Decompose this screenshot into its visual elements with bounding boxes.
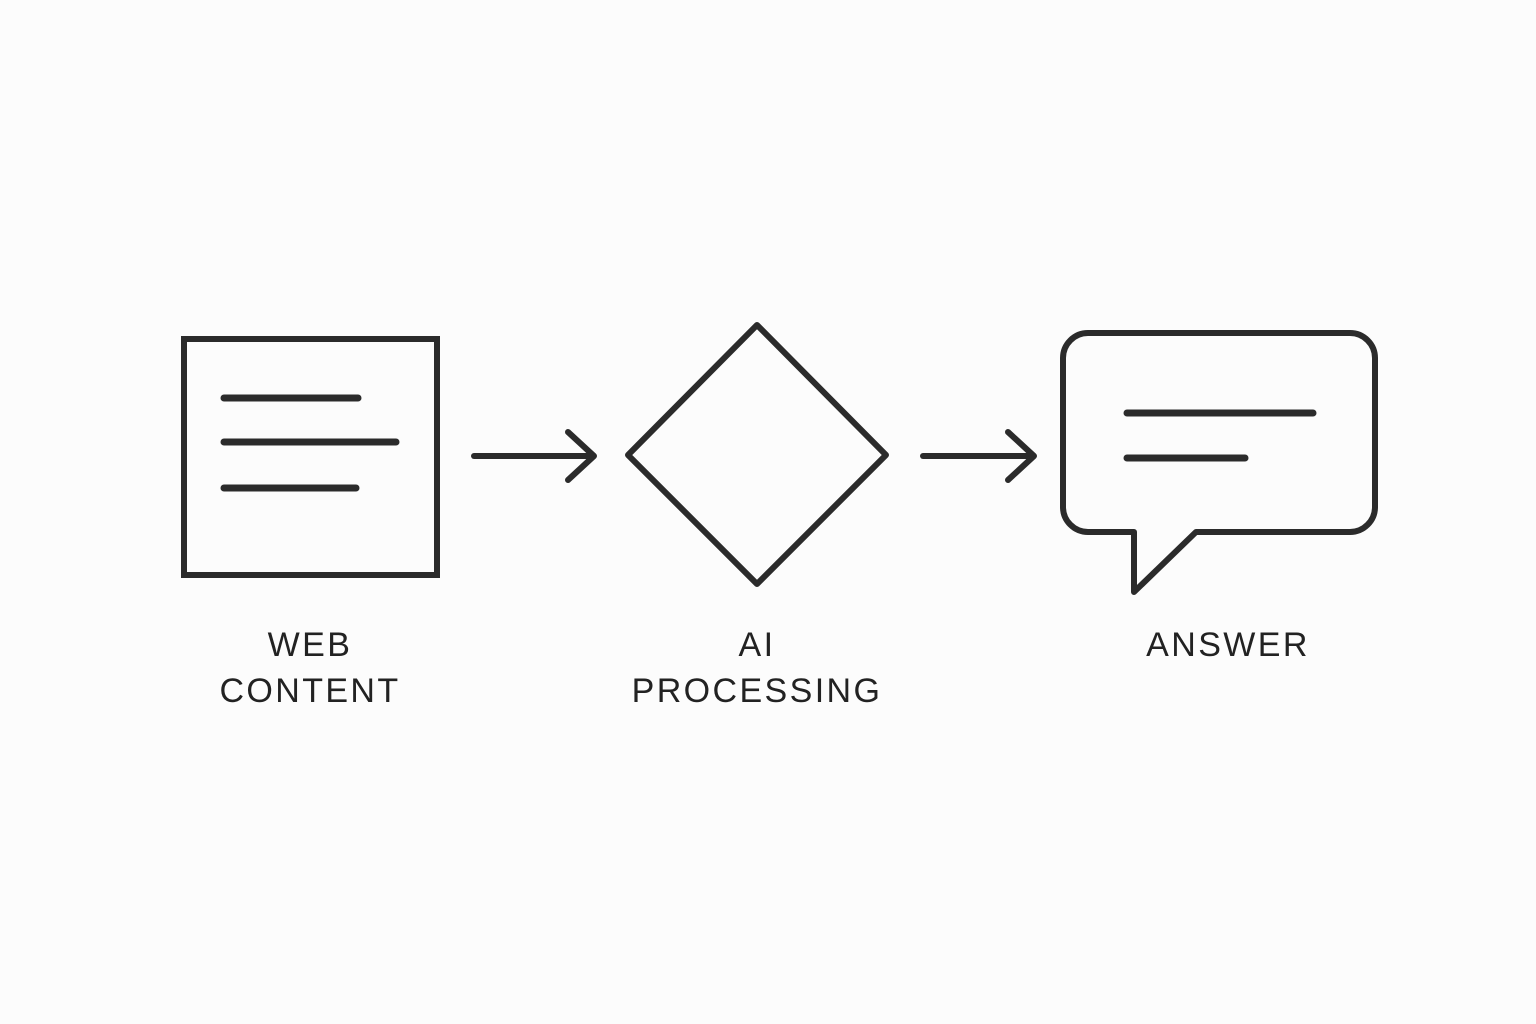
arrow-1-head	[565, 429, 597, 483]
node-answer[interactable]	[1060, 330, 1378, 595]
node-web-content[interactable]	[181, 336, 440, 578]
node-label-answer: ANSWER	[1146, 626, 1310, 664]
diamond-icon	[625, 322, 889, 587]
document-icon	[181, 336, 440, 578]
arrow-2-head	[1005, 429, 1037, 483]
arrow-right-icon-2	[920, 429, 1037, 483]
arrow-right-icon-1	[471, 429, 597, 483]
node-ai-processing[interactable]	[625, 322, 889, 587]
node-label-web-content: WEB CONTENT	[219, 626, 401, 710]
node-label-ai-processing: AI PROCESSING	[631, 626, 883, 710]
speech-bubble-icon	[1060, 330, 1378, 595]
